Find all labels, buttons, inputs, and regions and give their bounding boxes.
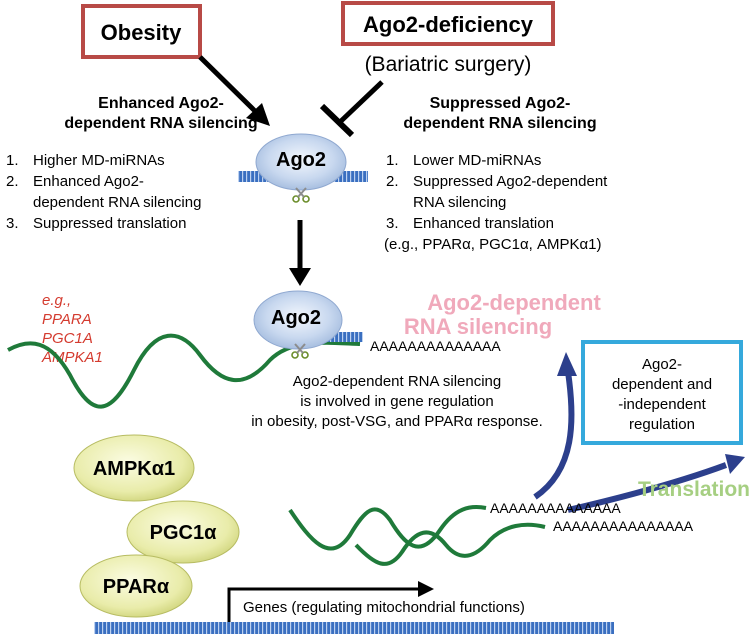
right-item-3-text: Enhanced translation — [413, 215, 554, 232]
transcription-arrow — [227, 581, 434, 624]
regulation-line1: Ago2- — [642, 356, 682, 373]
regulation-line2: dependent and — [612, 376, 712, 393]
mrna-strand-lower-2 — [354, 522, 546, 566]
ago2-protein-middle — [253, 290, 343, 350]
dna-strand — [94, 622, 614, 634]
navy-arrows — [533, 352, 745, 513]
ago2-label-middle: Ago2 — [271, 307, 321, 329]
right-item-2-text-line2: RNA silencing — [413, 194, 506, 211]
down-arrow — [289, 220, 311, 286]
right-heading-line1: Suppressed Ago2- — [430, 95, 571, 112]
involvement-line1: Ago2-dependent RNA silencing — [293, 373, 501, 390]
example-genes: e.g., PPARA PGC1A AMPKA1 — [41, 292, 103, 366]
protein-pgc1a-label: PGC1α — [150, 522, 217, 544]
poly-a-tail-middle: AAAAAAAAAAAAAA — [370, 338, 501, 354]
scissors-icon — [291, 343, 309, 359]
right-heading-line2: dependent RNA silencing — [403, 115, 596, 132]
left-item-2-text-line2: dependent RNA silencing — [33, 194, 201, 211]
left-list: 1. Higher MD-miRNAs 2. Enhanced Ago2- de… — [6, 152, 201, 232]
involvement-line2: is involved in gene regulation — [300, 393, 493, 410]
regulation-line3: -independent — [618, 396, 706, 413]
right-item-3-num: 3. — [386, 215, 399, 232]
left-item-2-num: 2. — [6, 173, 19, 190]
involvement-text: Ago2-dependent RNA silencing is involved… — [251, 373, 543, 430]
protein-ampka1-label: AMPKα1 — [93, 458, 175, 480]
obesity-arrow — [198, 55, 270, 126]
regulation-box: Ago2- dependent and -independent regulat… — [581, 340, 743, 445]
ago2-complex-upper: Ago2 — [238, 133, 368, 203]
eg-label: e.g., — [42, 292, 71, 309]
poly-a-tail-lower-1: AAAAAAAAAAAAAA — [490, 500, 621, 516]
right-example-text: (e.g., PPARα, PGC1α, AMPKα1) — [384, 236, 601, 253]
genes-label: Genes (regulating mitochondrial function… — [243, 599, 525, 616]
poly-a-tail-lower-2: AAAAAAAAAAAAAAA — [553, 518, 694, 534]
left-item-3-num: 3. — [6, 215, 19, 232]
arrow-right-curve — [567, 462, 728, 513]
obesity-label: Obesity — [101, 20, 182, 45]
silencing-label-line2: RNA silencing — [404, 314, 552, 339]
arrow-up-curve — [533, 371, 575, 500]
ago2-label-upper: Ago2 — [276, 149, 326, 171]
bariatric-surgery-label: (Bariatric surgery) — [365, 53, 532, 76]
regulation-line4: regulation — [629, 416, 695, 433]
mrna-strand-lower-1 — [288, 505, 487, 551]
left-heading-line1: Enhanced Ago2- — [98, 95, 224, 112]
left-heading-line2: dependent RNA silencing — [64, 115, 257, 132]
protein-ppara: PPARα — [79, 554, 193, 618]
protein-ampka1: AMPKα1 — [73, 434, 195, 502]
left-item-1-text: Higher MD-miRNAs — [33, 152, 165, 169]
ago2-deficiency-label: Ago2-deficiency — [363, 12, 534, 37]
right-item-1-num: 1. — [386, 152, 399, 169]
gene-ampka1: AMPKA1 — [41, 349, 103, 366]
silencing-label-line1: Ago2-dependent — [427, 290, 601, 315]
left-item-3-text: Suppressed translation — [33, 215, 186, 232]
obesity-box: Obesity — [81, 4, 202, 59]
right-item-2-num: 2. — [386, 173, 399, 190]
right-item-2-text-line1: Suppressed Ago2-dependent — [413, 173, 608, 190]
inhibition-bar — [319, 80, 384, 138]
involvement-line3: in obesity, post-VSG, and PPARα response… — [251, 413, 543, 430]
scissors-icon — [292, 187, 310, 203]
left-item-1-num: 1. — [6, 152, 19, 169]
protein-ppara-label: PPARα — [103, 576, 170, 598]
mrna-strand-middle — [7, 333, 361, 409]
ago2-deficiency-box: Ago2-deficiency — [341, 1, 555, 46]
right-item-1-text: Lower MD-miRNAs — [413, 152, 541, 169]
ago2-protein-upper — [255, 133, 347, 191]
gene-pgc1a: PGC1A — [42, 330, 93, 347]
left-item-2-text-line1: Enhanced Ago2- — [33, 173, 144, 190]
translation-label: Translation — [638, 478, 750, 501]
gene-ppara: PPARA — [42, 311, 92, 328]
protein-pgc1a: PGC1α — [126, 500, 240, 564]
ago2-complex-middle: Ago2 — [253, 290, 363, 359]
right-list: 1. Lower MD-miRNAs 2. Suppressed Ago2-de… — [384, 152, 608, 253]
